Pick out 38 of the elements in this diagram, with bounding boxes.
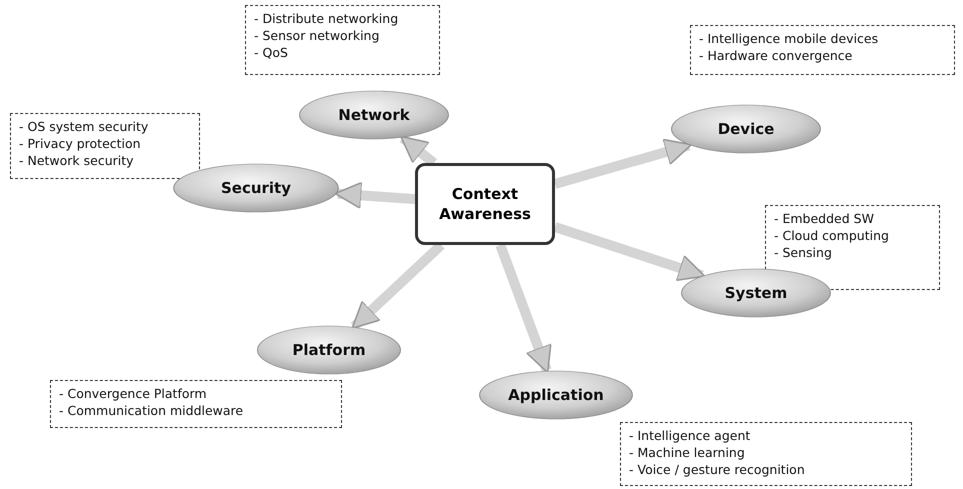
list-item: - Communication middleware [59, 402, 244, 419]
category-label: Network [338, 106, 410, 124]
list-item: - Privacy protection [19, 135, 142, 152]
category-label: Application [508, 386, 604, 404]
center-box: Context Awareness [415, 163, 555, 245]
category-ellipse [172, 163, 340, 213]
list-item: - Embedded SW [774, 210, 875, 227]
list-item: - QoS [254, 44, 289, 61]
category-ellipse [680, 268, 832, 318]
list-item: - Distribute networking [254, 10, 400, 27]
category-label: Security [220, 179, 292, 197]
dashed-list-box [10, 113, 200, 179]
category-ellipse [478, 370, 634, 420]
block-arrow [334, 182, 416, 210]
block-arrow [553, 222, 706, 282]
category-ellipse [670, 104, 822, 154]
dashed-list-box [690, 25, 955, 75]
list-item: - Intelligence agent [629, 427, 752, 444]
list-item: - Cloud computing [774, 227, 890, 244]
category-label: System [724, 284, 788, 302]
list-item: - Sensor networking [254, 27, 380, 44]
category-ellipse [256, 325, 402, 375]
list-item: - Voice / gesture recognition [629, 461, 806, 478]
list-item: - Convergence Platform [59, 385, 208, 402]
list-item: - OS system security [19, 118, 150, 135]
category-label: Device [718, 120, 774, 138]
list-item: - Network security [19, 152, 135, 169]
dashed-list-box [245, 5, 440, 75]
block-arrow [554, 138, 692, 189]
list-item: - Intelligence mobile devices [699, 30, 880, 47]
list-item: - Hardware convergence [699, 47, 854, 64]
dashed-list-box [620, 422, 912, 486]
list-item: - Machine learning [629, 444, 746, 461]
list-item: - Sensing [774, 244, 833, 261]
category-ellipse [298, 90, 450, 140]
block-arrow [496, 243, 552, 374]
dashed-list-box [50, 380, 342, 428]
category-label: Platform [292, 341, 366, 359]
